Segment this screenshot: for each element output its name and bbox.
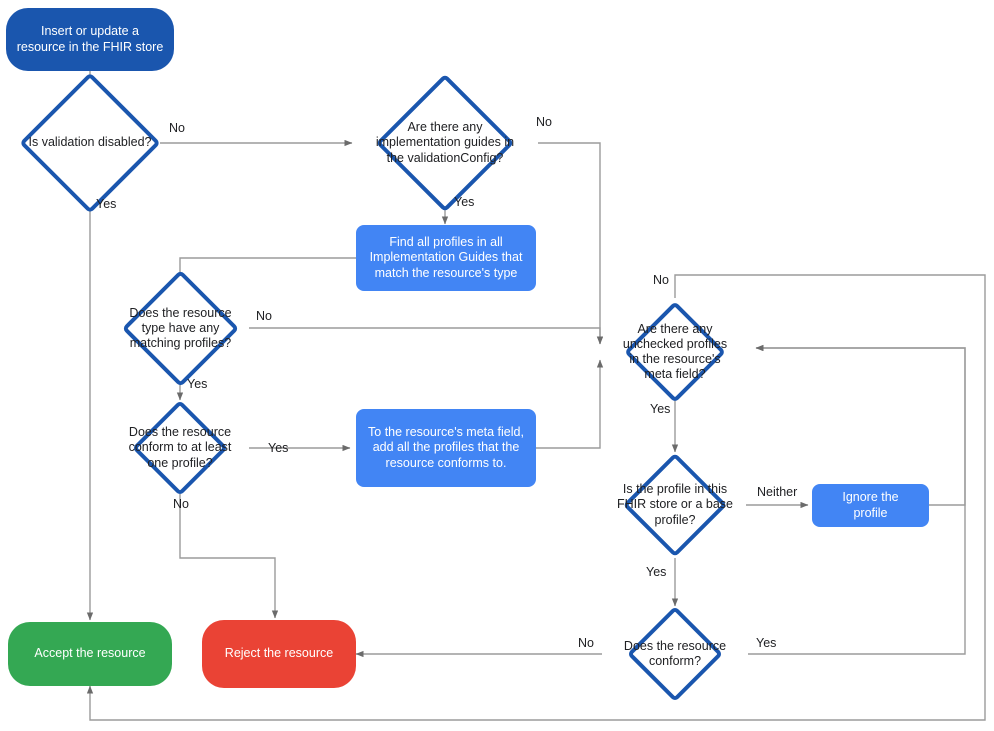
- node-reject-the-resource[interactable]: Reject the resource: [202, 620, 356, 688]
- diamond-shape: [626, 605, 724, 703]
- edge-ignore-to-unchecked: [755, 344, 966, 506]
- node-add-profiles-to-meta[interactable]: To the resource's meta field, add all th…: [356, 409, 536, 487]
- node-find-all-profiles-label: Find all profiles in all Implementation …: [369, 234, 523, 280]
- edge-findprofiles-to-matching: [176, 257, 356, 288]
- node-are-there-implementation-guides[interactable]: Are there any implementation guides in t…: [375, 73, 515, 213]
- diamond-shape: [121, 269, 240, 388]
- edge-label-validation-yes: Yes: [96, 197, 117, 211]
- edge-label-impl-no: No: [536, 115, 552, 129]
- node-ignore-the-profile-label: Ignore the profile: [842, 489, 899, 520]
- node-does-resource-type-have-matching-profiles[interactable]: Does the resource type have any matching…: [121, 269, 240, 388]
- edge-label-unchecked-yes: Yes: [650, 402, 671, 416]
- node-accept-the-resource-label: Accept the resource: [34, 646, 146, 661]
- node-accept-the-resource[interactable]: Accept the resource: [8, 622, 172, 686]
- node-is-profile-in-store-or-base[interactable]: Is the profile in this FHIR store or a b…: [617, 452, 733, 558]
- edge-impl-no: [538, 142, 604, 345]
- node-start[interactable]: Insert or update a resource in the FHIR …: [6, 8, 174, 71]
- diamond-shape: [624, 301, 726, 403]
- edge-label-matching-yes: Yes: [187, 377, 208, 391]
- diamond-shape: [622, 452, 728, 558]
- edge-label-conformone-yes: Yes: [268, 441, 289, 455]
- diamond-shape: [19, 72, 161, 214]
- node-start-label: Insert or update a resource in the FHIR …: [16, 23, 164, 54]
- edge-matching-no: [249, 327, 604, 345]
- diamond-shape: [375, 73, 515, 213]
- node-find-all-profiles[interactable]: Find all profiles in all Implementation …: [356, 225, 536, 291]
- edge-label-validation-no: No: [169, 121, 185, 135]
- edge-label-matching-no: No: [256, 309, 272, 323]
- edge-label-impl-yes: Yes: [454, 195, 475, 209]
- edge-label-resourceconform-yes: Yes: [756, 636, 777, 650]
- node-add-profiles-to-meta-label: To the resource's meta field, add all th…: [368, 424, 524, 470]
- node-ignore-the-profile[interactable]: Ignore the profile: [812, 484, 929, 527]
- node-does-the-resource-conform[interactable]: Does the resource conform?: [624, 605, 726, 703]
- node-reject-the-resource-label: Reject the resource: [224, 646, 334, 661]
- node-is-validation-disabled[interactable]: Is validation disabled?: [19, 72, 161, 214]
- edge-label-location-yes: Yes: [646, 565, 667, 579]
- edge-resourceconform-yes: [748, 344, 966, 655]
- edge-label-resourceconform-no: No: [578, 636, 594, 650]
- node-does-resource-conform-to-at-least-one-profile[interactable]: Does the resource conform to at least on…: [129, 399, 231, 497]
- edge-conformone-no: [179, 494, 279, 619]
- edge-addmeta-to-unchecked: [536, 359, 604, 449]
- edge-label-location-neither: Neither: [757, 485, 798, 499]
- edge-label-unchecked-no: No: [653, 273, 669, 287]
- edge-label-conformone-no: No: [173, 497, 189, 511]
- diamond-shape: [131, 399, 229, 497]
- edge-unchecked-no: [86, 274, 986, 721]
- node-are-there-unchecked-profiles[interactable]: Are there any unchecked profiles in the …: [623, 301, 727, 403]
